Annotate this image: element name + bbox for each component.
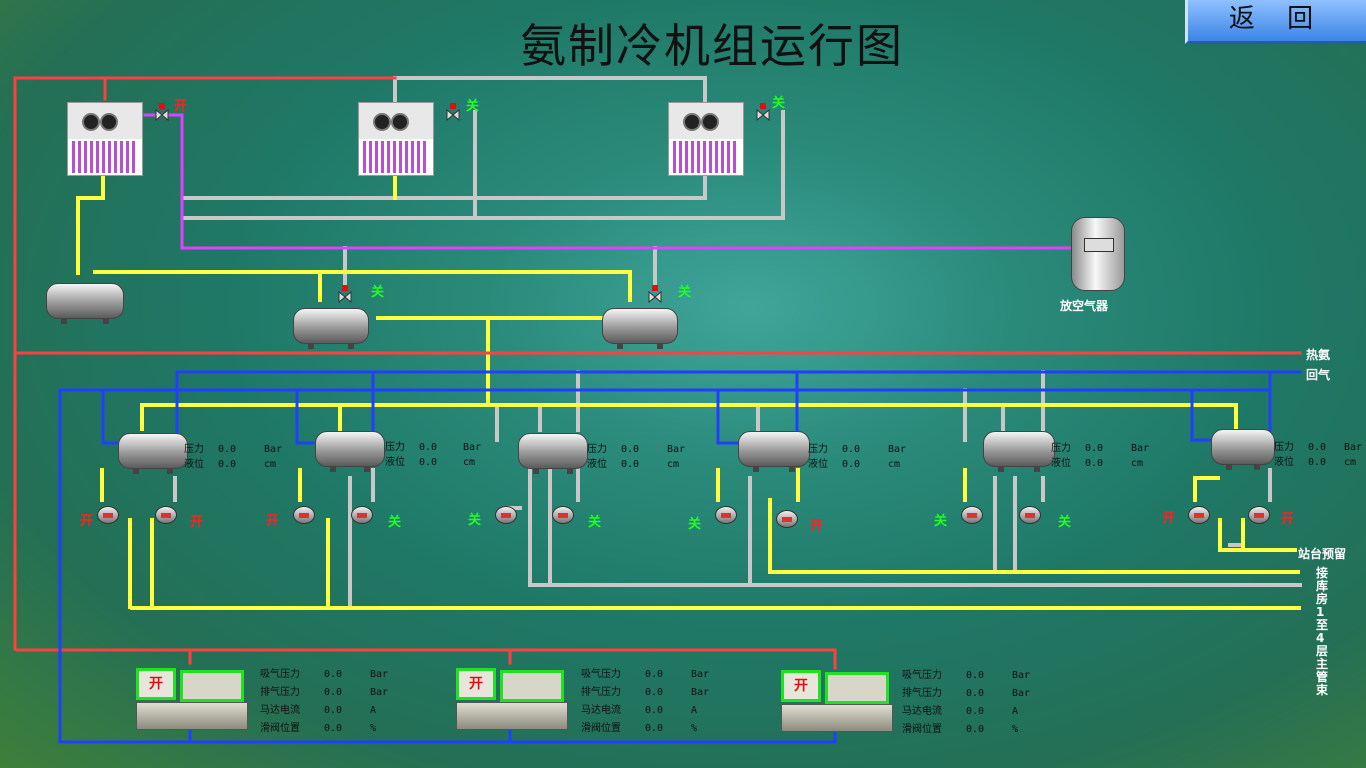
low-pressure-receiver-2[interactable] bbox=[315, 431, 385, 472]
main-header-label: 接库房1至4层主管束 bbox=[1316, 566, 1329, 697]
high-pressure-receiver[interactable] bbox=[46, 283, 124, 324]
condenser-valve-status[interactable]: 关 bbox=[772, 96, 786, 111]
control-panel-icon bbox=[180, 670, 244, 702]
ammonia-pump[interactable] bbox=[552, 506, 574, 524]
coil-icon bbox=[673, 141, 739, 173]
ammonia-pump[interactable] bbox=[97, 506, 119, 524]
ammonia-pump[interactable] bbox=[293, 506, 315, 524]
hot-ammonia-label: 热氨 bbox=[1306, 348, 1331, 362]
oil-separator-1[interactable] bbox=[293, 308, 369, 349]
condenser-3[interactable] bbox=[668, 102, 744, 176]
pump-status[interactable]: 开 bbox=[80, 514, 94, 529]
station-reserve-label: 站台预留 bbox=[1298, 547, 1347, 561]
pump-status[interactable]: 关 bbox=[468, 513, 482, 528]
pump-status[interactable]: 开 bbox=[810, 519, 824, 534]
air-purger-label: 放空气器 bbox=[1060, 299, 1109, 313]
condenser-1[interactable] bbox=[67, 102, 143, 176]
condenser-valve-status[interactable]: 开 bbox=[174, 99, 188, 114]
low-pressure-receiver-5[interactable] bbox=[983, 431, 1055, 472]
pump-status[interactable]: 关 bbox=[388, 515, 402, 530]
pump-status[interactable]: 开 bbox=[1162, 511, 1176, 526]
ammonia-pump[interactable] bbox=[351, 506, 373, 524]
back-button[interactable]: 返 回 bbox=[1185, 0, 1366, 44]
control-panel-icon bbox=[825, 672, 889, 704]
ammonia-pump[interactable] bbox=[776, 510, 798, 528]
compressor-body-icon bbox=[456, 702, 568, 730]
fan-icon bbox=[82, 113, 100, 131]
compressor-body-icon bbox=[136, 702, 248, 730]
condenser-2[interactable] bbox=[358, 102, 434, 176]
separator-valve-status[interactable]: 关 bbox=[678, 285, 692, 300]
ammonia-pump[interactable] bbox=[1188, 506, 1210, 524]
return-gas-label: 回气 bbox=[1306, 368, 1331, 382]
pump-status[interactable]: 关 bbox=[688, 517, 702, 532]
low-pressure-receiver-1[interactable] bbox=[118, 433, 188, 474]
compressor-body-icon bbox=[781, 704, 893, 732]
low-pressure-receiver-6[interactable] bbox=[1211, 429, 1275, 470]
compressor-3[interactable]: 开 bbox=[781, 670, 893, 732]
air-purger[interactable] bbox=[1071, 217, 1125, 291]
pump-status[interactable]: 开 bbox=[1281, 512, 1295, 527]
compressor-1[interactable]: 开 bbox=[136, 668, 248, 730]
valve-icons bbox=[155, 103, 770, 304]
coil-icon bbox=[363, 141, 429, 173]
fan-icon bbox=[683, 113, 701, 131]
pump-status[interactable]: 开 bbox=[266, 514, 280, 529]
ammonia-pump[interactable] bbox=[1248, 506, 1270, 524]
page-title: 氨制冷机组运行图 bbox=[520, 19, 904, 73]
window-icon bbox=[1084, 238, 1114, 252]
compressor-switch[interactable]: 开 bbox=[456, 668, 496, 700]
low-pressure-receiver-3[interactable] bbox=[518, 433, 588, 474]
ammonia-pump[interactable] bbox=[715, 506, 737, 524]
condenser-valve-status[interactable]: 关 bbox=[466, 99, 480, 114]
ammonia-pump[interactable] bbox=[1019, 506, 1041, 524]
compressor-switch[interactable]: 开 bbox=[136, 668, 176, 700]
fan-icon bbox=[391, 113, 409, 131]
separator-valve-status[interactable]: 关 bbox=[371, 285, 385, 300]
pump-status[interactable]: 关 bbox=[588, 515, 602, 530]
ammonia-pump[interactable] bbox=[961, 506, 983, 524]
oil-separator-2[interactable] bbox=[602, 308, 678, 349]
coil-icon bbox=[72, 141, 138, 173]
compressor-2[interactable]: 开 bbox=[456, 668, 568, 730]
pump-status[interactable]: 关 bbox=[1058, 515, 1072, 530]
low-pressure-receiver-4[interactable] bbox=[738, 431, 810, 472]
pump-status[interactable]: 开 bbox=[190, 515, 204, 530]
pump-status[interactable]: 关 bbox=[934, 514, 948, 529]
compressor-switch[interactable]: 开 bbox=[781, 670, 821, 702]
ammonia-pump[interactable] bbox=[495, 506, 517, 524]
fan-icon bbox=[373, 113, 391, 131]
control-panel-icon bbox=[500, 670, 564, 702]
fan-icon bbox=[100, 113, 118, 131]
fan-icon bbox=[701, 113, 719, 131]
ammonia-pump[interactable] bbox=[155, 506, 177, 524]
